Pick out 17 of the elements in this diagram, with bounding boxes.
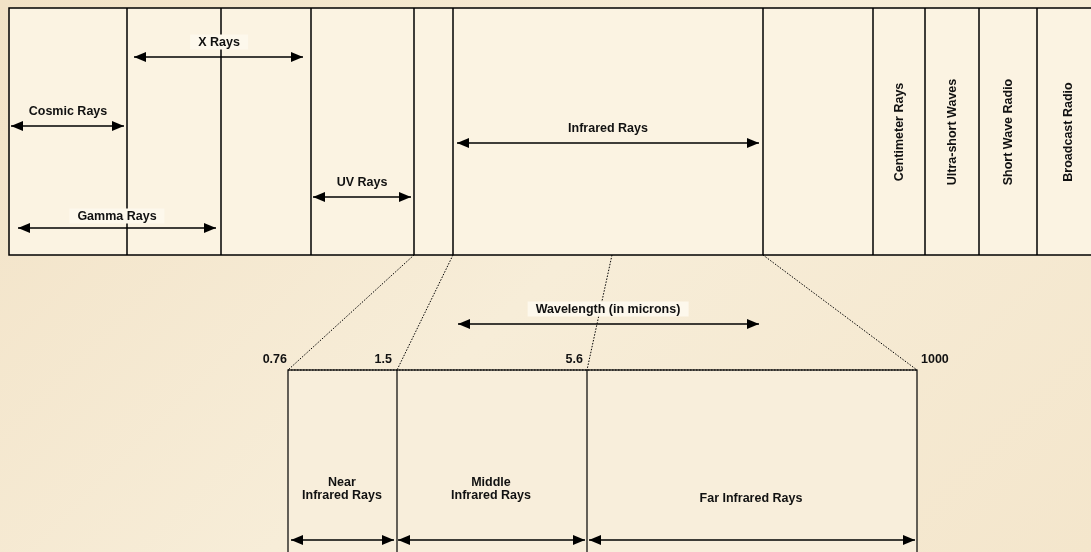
band-label: UV Rays xyxy=(336,175,388,189)
band-label: Centimeter Rays xyxy=(892,82,906,182)
wavelength-value: 0.76 xyxy=(262,352,287,366)
band-label: Near Infrared Rays xyxy=(302,476,382,502)
band-label: X Rays xyxy=(190,34,248,50)
band-label: Short Wave Radio xyxy=(1001,78,1015,186)
band-label: Infrared Rays xyxy=(568,121,648,135)
wavelength-value: 1.5 xyxy=(374,352,392,366)
axis-label: Wavelength (in microns) xyxy=(527,301,689,317)
band-label: Middle Infrared Rays xyxy=(451,476,531,502)
wavelength-value: 1000 xyxy=(921,352,949,366)
band-label: Gamma Rays xyxy=(69,208,165,224)
band-label: Cosmic Rays xyxy=(28,104,108,118)
wavelength-value: 5.6 xyxy=(565,352,583,366)
band-label: Far Infrared Rays xyxy=(699,491,803,505)
band-label: Broadcast Radio xyxy=(1061,82,1075,182)
band-label: Ultra-short Waves xyxy=(945,78,959,186)
